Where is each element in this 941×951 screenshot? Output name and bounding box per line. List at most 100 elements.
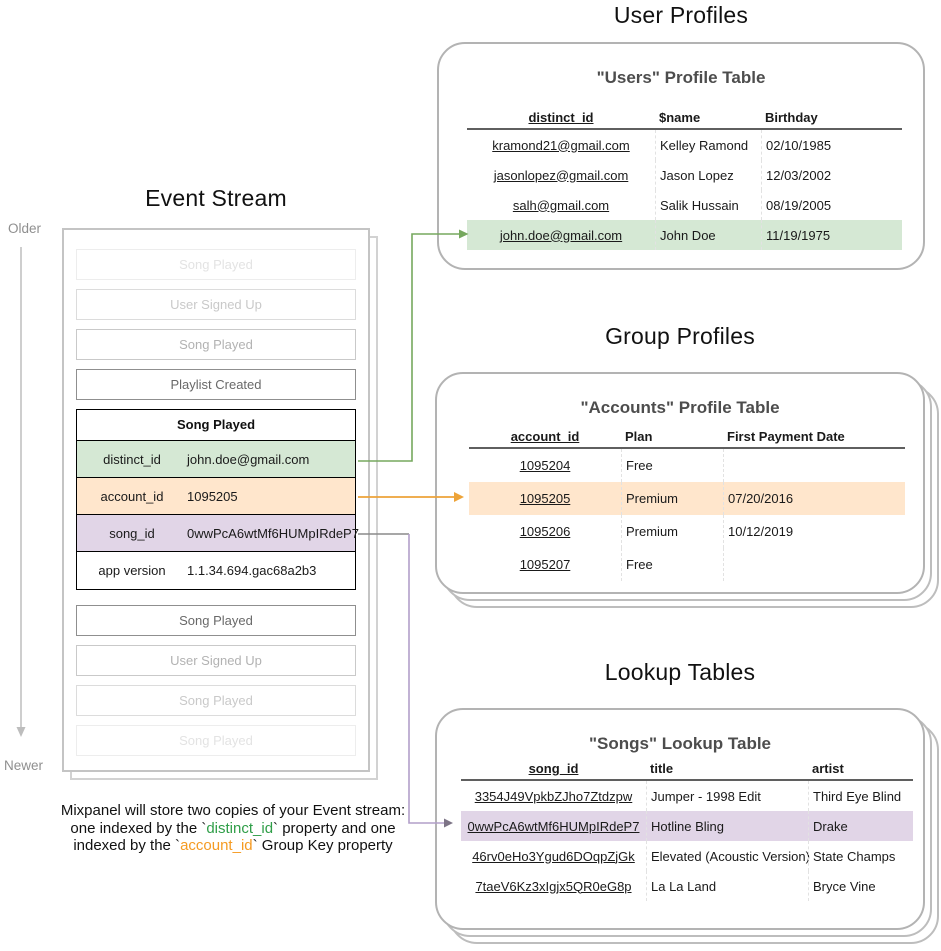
table-cell: john.doe@gmail.com [499, 227, 623, 243]
event-box: Song Played [76, 605, 356, 636]
event-box: User Signed Up [76, 645, 356, 676]
table-cell [723, 548, 905, 581]
table-row: 1095204 Free [469, 449, 905, 482]
table-cell: 11/19/1975 [761, 220, 902, 250]
table-cell: Hotline Bling [646, 811, 808, 841]
table-cell: Elevated (Acoustic Version) [646, 841, 810, 871]
songs-table: song_id title artist 3354J49VpkbZJho7Ztdzpw… [461, 757, 913, 901]
table-cell: Salik Hussain [655, 190, 761, 220]
event-property-value: 1.1.34.694.gac68a2b3 [187, 563, 317, 578]
event-property-row: app version 1.1.34.694.gac68a2b3 [77, 552, 355, 589]
table-cell: Jumper - 1998 Edit [646, 781, 808, 811]
caption-distinct-id: distinct_id [206, 819, 274, 837]
table-cell: 1095206 [519, 524, 571, 539]
column-header: title [650, 760, 674, 776]
event-box: User Signed Up [76, 289, 356, 320]
table-header-row: account_id Plan First Payment Date [469, 425, 905, 447]
table-cell: 1095205 [519, 491, 571, 506]
column-header: First Payment Date [727, 428, 845, 444]
table-row: 3354J49VpkbZJho7Ztdzpw Jumper - 1998 Edit… [461, 781, 913, 811]
caption-line2-pre: one indexed by the ` [70, 819, 207, 837]
table-cell: Free [621, 548, 723, 581]
event-property-value: 1095205 [187, 488, 238, 504]
table-cell: La La Land [646, 871, 808, 901]
table-cell: salh@gmail.com [512, 197, 610, 213]
column-header: Birthday [765, 109, 818, 125]
caption-line1: Mixpanel will store two copies of your E… [60, 802, 406, 819]
table-cell: kramond21@gmail.com [492, 137, 630, 153]
event-box: Song Played [76, 685, 356, 716]
table-cell: Jason Lopez [655, 160, 761, 190]
column-header: song_id [528, 760, 579, 776]
table-cell: 0wwPcA6wtMf6HUMpIRdeP7 [467, 818, 640, 834]
column-header: artist [812, 760, 844, 776]
group-profiles-title: Group Profiles [605, 323, 755, 349]
table-cell: Drake [808, 811, 913, 841]
older-label: Older [8, 221, 42, 236]
event-property-key: distinct_id [103, 451, 161, 467]
caption: Mixpanel will store two copies of your E… [42, 802, 424, 855]
event-property-row: song_id 0wwPcA6wtMf6HUMpIRdeP7 [77, 515, 359, 552]
event-property-row: distinct_id john.doe@gmail.com [77, 441, 355, 478]
table-cell: 1095207 [519, 557, 571, 572]
table-cell: 07/20/2016 [723, 482, 905, 515]
accounts-card-title: "Accounts" Profile Table [580, 398, 780, 417]
lookup-tables-title: Lookup Tables [604, 659, 756, 685]
table-cell: 46rv0eHo3Ygud6DOqpZjGk [472, 848, 635, 864]
table-cell: 10/12/2019 [723, 515, 905, 548]
table-header-row: song_id title artist [461, 757, 913, 779]
column-header: Plan [625, 428, 653, 444]
column-header: account_id [510, 428, 580, 444]
event-property-key: app version [98, 563, 166, 578]
table-cell: 7taeV6Kz3xIgjx5QR0eG8p [475, 878, 632, 894]
caption-line3-pre: indexed by the ` [73, 837, 181, 854]
event-box: Song Played [76, 329, 356, 360]
caption-account-id: account_id [180, 837, 253, 854]
table-cell: Bryce Vine [808, 871, 913, 901]
header-rule [469, 447, 905, 449]
caption-line3-post: ` Group Key property [252, 837, 393, 854]
songs-card-title: "Songs" Lookup Table [588, 734, 772, 753]
newer-label: Newer [4, 758, 44, 773]
table-cell: jasonlopez@gmail.com [493, 167, 629, 183]
table-cell: 12/03/2002 [761, 160, 902, 190]
event-property-row: account_id 1095205 [77, 478, 355, 515]
user-profiles-title: User Profiles [613, 2, 749, 28]
event-property-key: song_id [109, 525, 155, 541]
table-cell: Kelley Ramond [655, 130, 761, 160]
header-rule [467, 128, 902, 130]
table-cell: Third Eye Blind [808, 781, 913, 811]
table-cell: 1095204 [519, 458, 571, 473]
table-cell: Premium [621, 515, 723, 548]
event-property-value: 0wwPcA6wtMf6HUMpIRdeP7 [187, 525, 359, 541]
table-cell: 08/19/2005 [761, 190, 902, 220]
column-header: distinct_id [528, 109, 594, 125]
table-cell: John Doe [655, 220, 761, 250]
header-rule [461, 779, 913, 781]
event-stream-title: Event Stream [145, 185, 287, 211]
table-cell: State Champs [808, 841, 913, 871]
table-cell: 3354J49VpkbZJho7Ztdzpw [474, 788, 633, 804]
event-property-key: account_id [100, 488, 164, 504]
event-property-value: john.doe@gmail.com [187, 451, 310, 467]
event-box: Playlist Created [76, 369, 356, 400]
table-cell [723, 449, 905, 482]
table-cell: Free [621, 449, 723, 482]
